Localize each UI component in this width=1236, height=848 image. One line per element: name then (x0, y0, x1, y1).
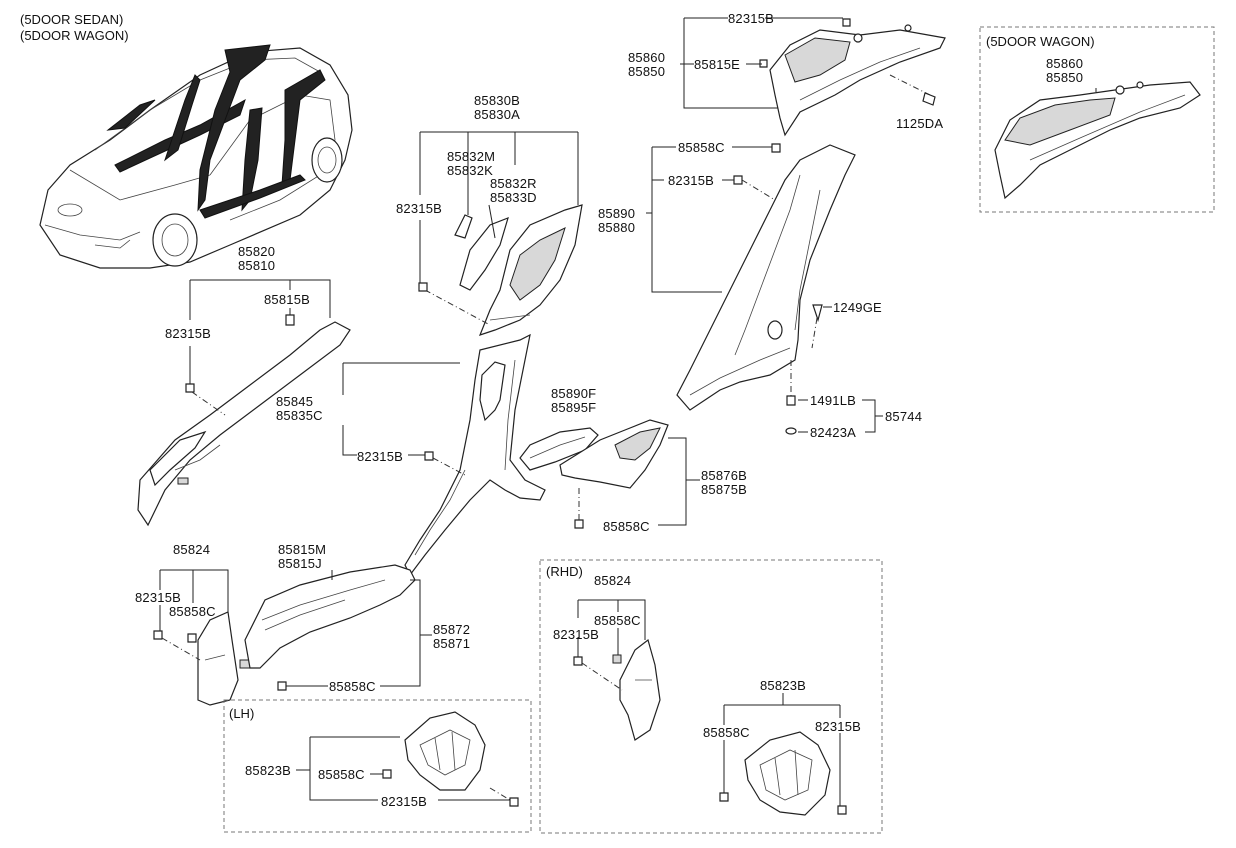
rear-pillar-upper-trim (769, 24, 946, 137)
part-label-85858c: 85858C (603, 519, 650, 534)
part-label-85871: 85871 (433, 636, 471, 651)
part-label-85815j: 85815J (278, 556, 322, 571)
part-label-85823b: 85823B (760, 678, 807, 693)
part-label-85815e: 85815E (694, 57, 741, 72)
clip-85858c-icon (382, 769, 392, 779)
part-label-82315b: 82315B (396, 201, 443, 216)
clip-85858c-icon (187, 633, 197, 643)
header-lh: (LH) (229, 706, 255, 721)
part-label-85815b: 85815B (264, 292, 311, 307)
clip-82315b-icon (842, 18, 851, 27)
part-label-85744: 85744 (885, 409, 923, 424)
clip-82315b-icon (424, 451, 434, 461)
clip-85858c-icon (771, 143, 781, 153)
part-label-85845: 85845 (276, 394, 314, 409)
front-scuff-plate (244, 564, 416, 669)
clip-1491lb-icon (786, 395, 796, 406)
part-label-85833d: 85833D (490, 190, 537, 205)
clip-82315b-icon (733, 175, 743, 185)
wagon-pillar-trim (994, 81, 1201, 200)
part-label-85858c: 85858C (329, 679, 376, 694)
clip-85858c-icon (277, 681, 287, 691)
part-label-82315b: 82315B (815, 719, 862, 734)
part-label-85890f: 85890F (551, 386, 597, 401)
rhd-kick-panel-trim (612, 638, 661, 741)
screw-1125da-icon (922, 92, 936, 106)
lh-cowl-side-trim (404, 711, 486, 791)
lh-variant-box (223, 699, 532, 833)
clip-82315b-icon (837, 805, 847, 815)
part-label-85860: 85860 (628, 50, 666, 65)
part-label-85815m: 85815M (278, 542, 327, 557)
part-label-85875b: 85875B (701, 482, 748, 497)
part-label-1491lb: 1491LB (810, 393, 857, 408)
part-label-85810: 85810 (238, 258, 276, 273)
clip-82315b-icon (509, 797, 519, 807)
part-label-82315b: 82315B (357, 449, 404, 464)
part-label-85823b: 85823B (245, 763, 292, 778)
part-label-85835c: 85835C (276, 408, 323, 423)
part-label-82315b: 82315B (165, 326, 212, 341)
part-label-85832r: 85832R (490, 176, 537, 191)
part-label-85830a: 85830A (474, 107, 521, 122)
clip-85815e-icon (759, 59, 768, 68)
part-label-85858c: 85858C (169, 604, 216, 619)
part-label-82315b: 82315B (553, 627, 600, 642)
part-label-82315b: 82315B (728, 11, 775, 26)
header-wagon-box: (5DOOR WAGON) (986, 34, 1095, 49)
wagon-variant-box (979, 26, 1215, 213)
part-label-85876b: 85876B (701, 468, 748, 483)
part-label-85858c: 85858C (594, 613, 641, 628)
b-pillar-upper-trim (454, 204, 583, 336)
clip-82315b-icon (185, 383, 195, 393)
car-illustration (39, 44, 353, 269)
part-label-85824: 85824 (173, 542, 211, 557)
part-label-85830b: 85830B (474, 93, 521, 108)
part-label-85832m: 85832M (447, 149, 496, 164)
screw-1249ge-icon (812, 304, 823, 323)
kick-panel-trim (197, 611, 251, 706)
part-label-85820: 85820 (238, 244, 276, 259)
part-label-85890: 85890 (598, 206, 636, 221)
clip-82315b-icon (153, 630, 163, 640)
part-label-85858c: 85858C (703, 725, 750, 740)
rhd-variant-box (539, 559, 883, 834)
part-label-1249ge: 1249GE (833, 300, 882, 315)
part-label-82315b: 82315B (668, 173, 715, 188)
part-label-82423a: 82423A (810, 425, 857, 440)
part-label-85858c: 85858C (678, 140, 725, 155)
clip-85858c-icon (719, 792, 729, 802)
rear-scuff-plate (519, 419, 669, 489)
part-label-85850: 85850 (1046, 70, 1084, 85)
b-pillar-lower-trim (404, 333, 546, 577)
part-label-85858c: 85858C (318, 767, 365, 782)
part-label-85860: 85860 (1046, 56, 1084, 71)
part-label-82315b: 82315B (135, 590, 182, 605)
part-label-85872: 85872 (433, 622, 471, 637)
header-5door-wagon: (5DOOR WAGON) (20, 28, 129, 43)
washer-82423a-icon (785, 427, 797, 435)
a-pillar-trim (137, 321, 351, 527)
clip-85815b-icon (285, 314, 295, 326)
header-5door-sedan: (5DOOR SEDAN) (20, 12, 124, 27)
clip-82315b-icon (573, 656, 583, 666)
header-rhd: (RHD) (546, 564, 583, 579)
clip-85858c-icon (574, 519, 584, 529)
part-label-85850: 85850 (628, 64, 666, 79)
rhd-cowl-side-trim (744, 731, 831, 816)
part-label-85824: 85824 (594, 573, 632, 588)
clip-82315b-icon (418, 282, 428, 292)
part-label-85832k: 85832K (447, 163, 494, 178)
part-label-82315b: 82315B (381, 794, 428, 809)
part-label-85880: 85880 (598, 220, 636, 235)
c-pillar-trim (676, 144, 856, 411)
part-label-85895f: 85895F (551, 400, 597, 415)
part-label-1125da: 1125DA (896, 116, 944, 131)
